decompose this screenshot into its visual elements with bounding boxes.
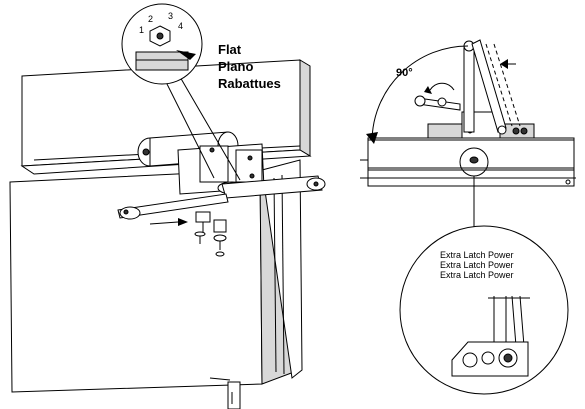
adjustment-dial-callout: 1 2 3 4 (121, 3, 203, 85)
angle-label: 90° (396, 67, 413, 79)
plan-view-direction-arrow (500, 59, 516, 69)
dial-number-3: 3 (168, 11, 173, 21)
adjustment-pointer-icon (176, 50, 196, 60)
detail-label-1: Extra Latch Power (440, 250, 514, 260)
dial-number-1: 1 (139, 25, 144, 35)
adjustment-leader-lines (159, 69, 241, 181)
detail-label-3: Extra Latch Power (440, 270, 514, 280)
direction-arrow (149, 218, 188, 226)
arm-shoe-and-fasteners (194, 211, 227, 257)
plan-view-detail-marker (459, 147, 489, 236)
angle-indicator: 90° (366, 45, 469, 144)
detail-label-2: Extra Latch Power (440, 260, 514, 270)
door-frame-assembly (9, 59, 312, 409)
plan-view-frame (360, 137, 576, 187)
plan-view-closer (427, 111, 535, 139)
forearm (117, 193, 229, 220)
main-arm (221, 175, 326, 199)
dial-number-2: 2 (148, 14, 153, 24)
plan-view-arms (414, 39, 521, 135)
label-plano: Plano (218, 59, 253, 74)
adjustment-labels: Flat Plano Rabattues (218, 42, 281, 91)
label-flat: Flat (218, 42, 242, 57)
label-rabattues: Rabattues (218, 76, 281, 91)
dial-number-4: 4 (178, 21, 183, 31)
latch-power-detail-callout: Extra Latch Power Extra Latch Power Extr… (399, 225, 569, 395)
